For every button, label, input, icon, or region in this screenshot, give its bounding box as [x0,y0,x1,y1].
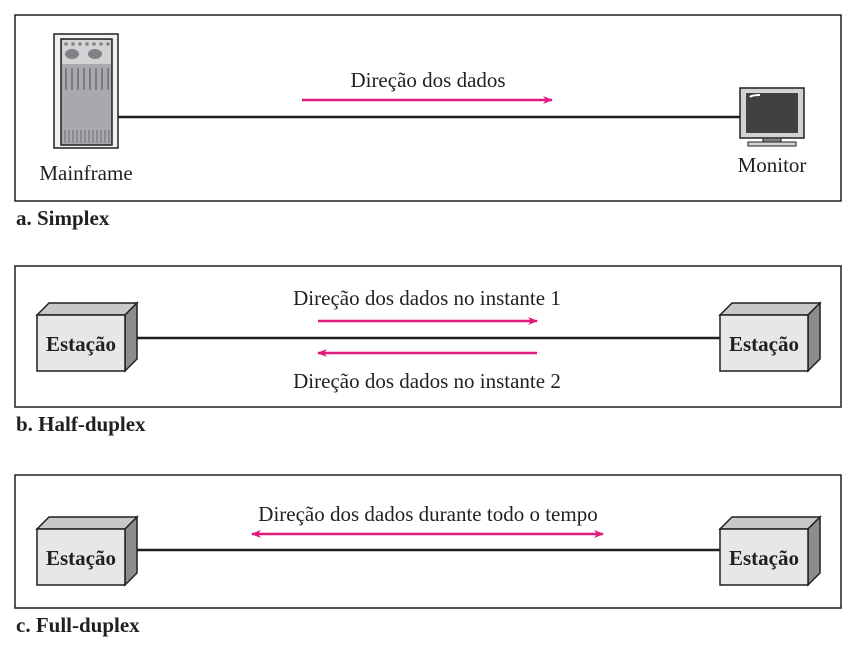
right-station-label: Estação [729,332,799,356]
full-duplex-direction-label: Direção dos dados durante todo o tempo [258,502,597,526]
full-duplex-panel: Estação Estação Direção dos dados durant… [14,474,842,637]
simplex-direction-label: Direção dos dados [350,68,505,92]
direction-label-instant-1: Direção dos dados no instante 1 [293,286,561,310]
monitor-icon [739,87,805,147]
mainframe-icon [53,33,119,149]
half-duplex-frame [14,265,842,408]
left-station-label: Estação [46,332,116,356]
monitor-label: Monitor [738,153,807,177]
simplex-caption: a. Simplex [16,206,110,230]
simplex-frame [14,14,842,202]
left-station-label: Estação [46,546,116,570]
half-duplex-caption: b. Half-duplex [16,412,146,436]
direction-label-instant-2: Direção dos dados no instante 2 [293,369,561,393]
right-station-label: Estação [729,546,799,570]
half-duplex-panel: Estação Estação Direção dos dados no ins… [14,265,842,436]
simplex-panel: Direção dos dados Mainframe Monitor a. S… [14,14,842,230]
full-duplex-caption: c. Full-duplex [16,613,140,637]
mainframe-label: Mainframe [39,161,132,185]
full-duplex-frame [14,474,842,609]
